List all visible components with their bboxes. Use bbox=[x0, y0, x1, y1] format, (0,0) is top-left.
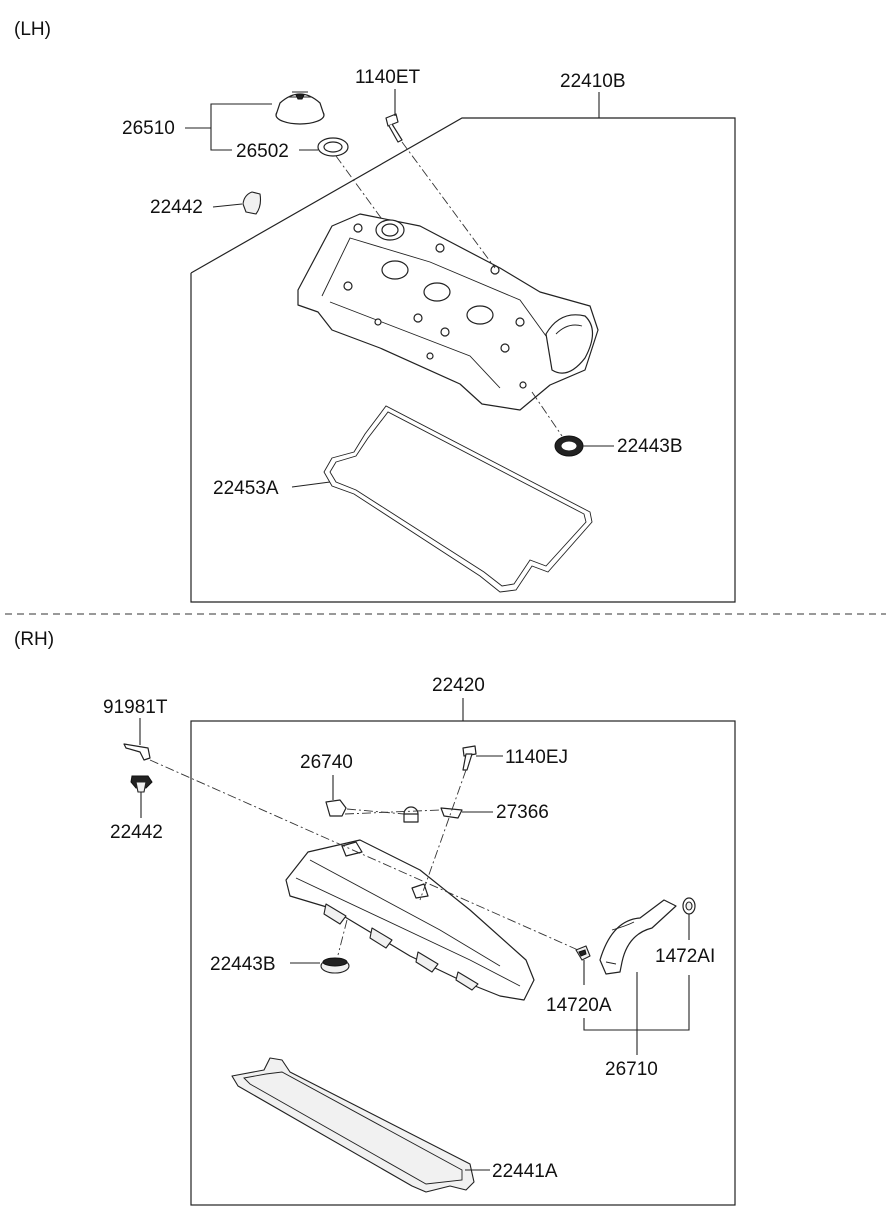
bolt-1140et bbox=[385, 113, 403, 143]
hose-26710 bbox=[599, 899, 677, 975]
label-22420: 22420 bbox=[432, 675, 485, 696]
section-label-lh: (LH) bbox=[14, 19, 51, 40]
pcv-valve-14720a bbox=[575, 945, 591, 961]
label-26502: 26502 bbox=[236, 141, 289, 162]
label-14720a: 14720A bbox=[546, 995, 612, 1016]
label-22442-lh: 22442 bbox=[150, 197, 203, 218]
section-label-rh: (RH) bbox=[14, 629, 54, 650]
valve-cover-rh bbox=[285, 839, 535, 1001]
label-1140et: 1140ET bbox=[355, 67, 421, 88]
lh-assembly: 26510 26502 1140ET 22410B 22442 22443B 2… bbox=[122, 67, 736, 603]
bolt-1140ej bbox=[462, 745, 477, 771]
label-22442-rh: 22442 bbox=[110, 822, 163, 843]
hose-piece bbox=[403, 806, 419, 823]
label-26740: 26740 bbox=[300, 752, 353, 773]
label-22441a: 22441A bbox=[492, 1161, 558, 1182]
label-26510: 26510 bbox=[122, 118, 175, 139]
clip-91981t bbox=[123, 743, 151, 761]
label-22443b-rh: 22443B bbox=[210, 954, 276, 975]
label-1140ej: 1140EJ bbox=[505, 747, 568, 768]
valve-cover-lh bbox=[297, 213, 599, 411]
connector-26740 bbox=[325, 799, 347, 817]
label-22443b-lh: 22443B bbox=[617, 436, 683, 457]
gasket-22453a bbox=[323, 405, 593, 593]
label-91981t: 91981T bbox=[103, 697, 168, 718]
plug-22442-rh bbox=[130, 775, 153, 793]
seal-22443b-rh bbox=[320, 957, 350, 974]
label-26710: 26710 bbox=[605, 1059, 658, 1080]
clamp-1472ai bbox=[682, 897, 696, 915]
gasket-22441a bbox=[231, 1057, 475, 1193]
seal-22443b-lh bbox=[554, 435, 584, 457]
rh-assembly: 91981T 22442 22420 26740 1140EJ 27366 22… bbox=[103, 675, 736, 1206]
cap-gasket bbox=[317, 137, 349, 157]
lh-frame bbox=[190, 117, 736, 603]
clip-27366 bbox=[440, 807, 463, 819]
label-22410b: 22410B bbox=[560, 71, 626, 92]
oil-filler-cap bbox=[275, 91, 325, 125]
label-27366: 27366 bbox=[496, 802, 549, 823]
leader-26510 bbox=[210, 103, 272, 151]
label-1472ai: 1472AI bbox=[655, 946, 715, 967]
label-22453a: 22453A bbox=[213, 478, 279, 499]
plug-22442-lh bbox=[242, 191, 262, 215]
